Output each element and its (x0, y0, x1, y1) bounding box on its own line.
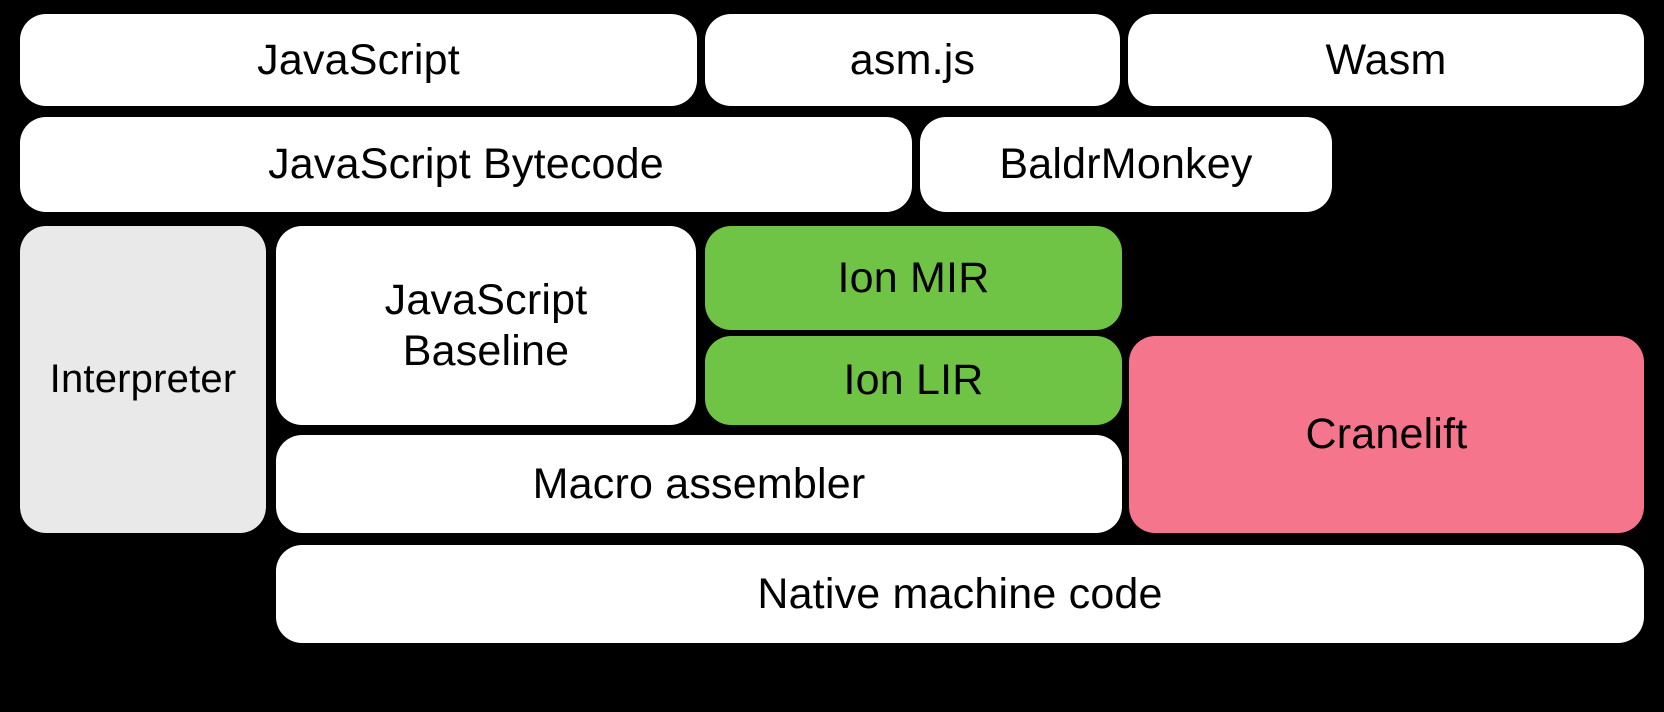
node-cranelift[interactable]: Cranelift (1129, 336, 1644, 533)
node-javascript-bytecode[interactable]: JavaScript Bytecode (20, 117, 912, 212)
node-wasm[interactable]: Wasm (1128, 14, 1644, 106)
node-ion-mir[interactable]: Ion MIR (705, 226, 1122, 330)
node-native-machine-code[interactable]: Native machine code (276, 545, 1644, 643)
node-macro-assembler[interactable]: Macro assembler (276, 435, 1122, 533)
node-interpreter[interactable]: Interpreter (20, 226, 266, 533)
node-asmjs[interactable]: asm.js (705, 14, 1120, 106)
node-baldrmonkey[interactable]: BaldrMonkey (920, 117, 1332, 212)
node-javascript-baseline[interactable]: JavaScript Baseline (276, 226, 696, 425)
node-javascript[interactable]: JavaScript (20, 14, 697, 106)
node-ion-lir[interactable]: Ion LIR (705, 336, 1122, 425)
